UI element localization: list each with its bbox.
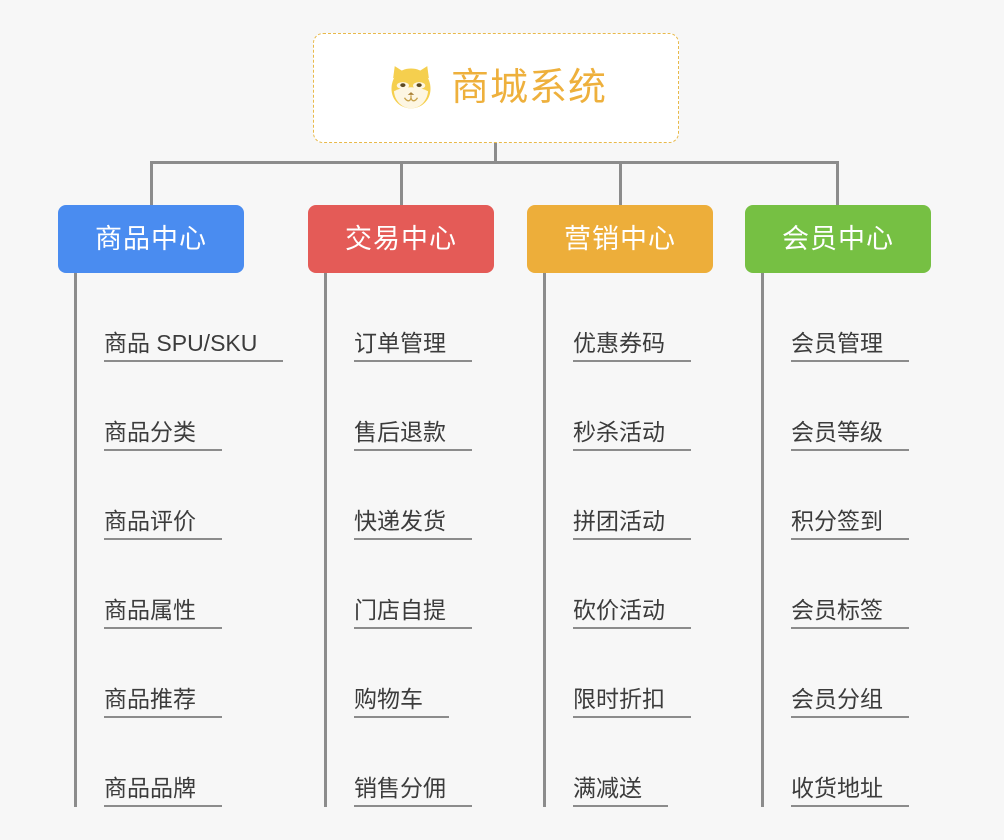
branch-label-4: 会员中心 [782, 223, 894, 254]
leaf-item[interactable]: 优惠券码 [543, 273, 691, 362]
leaf-label: 商品推荐 [104, 686, 222, 718]
leaf-spine-4 [761, 273, 764, 807]
leaf-column-2: 订单管理 售后退款 快递发货 门店自提 购物车 销售分佣 [324, 273, 472, 807]
leaf-label: 积分签到 [791, 508, 909, 540]
leaf-label: 收货地址 [791, 775, 909, 807]
leaf-label: 会员等级 [791, 419, 909, 451]
connector-root-stem [494, 143, 497, 164]
leaf-item[interactable]: 商品品牌 [74, 718, 283, 807]
leaf-label: 购物车 [354, 686, 449, 718]
leaf-item[interactable]: 售后退款 [324, 362, 472, 451]
leaf-spine-1 [74, 273, 77, 807]
leaf-item[interactable]: 门店自提 [324, 540, 472, 629]
leaf-item[interactable]: 商品分类 [74, 362, 283, 451]
leaf-label: 限时折扣 [573, 686, 691, 718]
branch-header-4[interactable]: 会员中心 [745, 205, 931, 273]
connector-drop-3 [619, 161, 622, 207]
branch-header-3[interactable]: 营销中心 [527, 205, 713, 273]
leaf-item[interactable]: 商品推荐 [74, 629, 283, 718]
leaf-item[interactable]: 拼团活动 [543, 451, 691, 540]
leaf-label: 商品评价 [104, 508, 222, 540]
leaf-item[interactable]: 会员等级 [761, 362, 909, 451]
branch-header-1[interactable]: 商品中心 [58, 205, 244, 273]
connector-drop-2 [400, 161, 403, 207]
leaf-item[interactable]: 会员分组 [761, 629, 909, 718]
leaf-item[interactable]: 商品 SPU/SKU [74, 273, 284, 362]
leaf-item[interactable]: 砍价活动 [543, 540, 691, 629]
leaf-label: 商品属性 [104, 597, 222, 629]
leaf-item[interactable]: 收货地址 [761, 718, 909, 807]
leaf-spine-2 [324, 273, 327, 807]
leaf-label: 商品品牌 [104, 775, 222, 807]
root-title: 商城系统 [450, 67, 607, 109]
leaf-label: 售后退款 [354, 419, 472, 451]
leaf-item[interactable]: 会员管理 [761, 273, 909, 362]
leaf-label: 会员管理 [791, 330, 909, 362]
connector-drop-1 [150, 161, 153, 207]
leaf-label: 满减送 [573, 775, 668, 807]
leaf-label: 门店自提 [354, 597, 472, 629]
leaf-item[interactable]: 积分签到 [761, 451, 909, 540]
branch-label-1: 商品中心 [95, 223, 207, 254]
leaf-label: 商品 SPU/SKU [104, 330, 284, 362]
connector-drop-4 [836, 161, 839, 207]
leaf-item[interactable]: 满减送 [543, 718, 691, 807]
leaf-label: 会员标签 [791, 597, 909, 629]
leaf-column-1: 商品 SPU/SKU 商品分类 商品评价 商品属性 商品推荐 商品品牌 [74, 273, 284, 807]
leaf-label: 优惠券码 [573, 330, 691, 362]
leaf-item[interactable]: 限时折扣 [543, 629, 691, 718]
leaf-spine-3 [543, 273, 546, 807]
leaf-column-3: 优惠券码 秒杀活动 拼团活动 砍价活动 限时折扣 满减送 [543, 273, 691, 807]
leaf-label: 会员分组 [791, 686, 909, 718]
leaf-item[interactable]: 购物车 [324, 629, 472, 718]
shiba-dog-face-icon [391, 66, 431, 109]
leaf-item[interactable]: 秒杀活动 [543, 362, 691, 451]
branch-label-2: 交易中心 [345, 223, 457, 254]
leaf-item[interactable]: 快递发货 [324, 451, 472, 540]
leaf-item[interactable]: 会员标签 [761, 540, 909, 629]
leaf-label: 秒杀活动 [573, 419, 691, 451]
leaf-label: 快递发货 [354, 508, 472, 540]
leaf-item[interactable]: 销售分佣 [324, 718, 472, 807]
branch-header-2[interactable]: 交易中心 [308, 205, 494, 273]
leaf-item[interactable]: 商品属性 [74, 540, 283, 629]
leaf-label: 拼团活动 [573, 508, 691, 540]
leaf-column-4: 会员管理 会员等级 积分签到 会员标签 会员分组 收货地址 [761, 273, 909, 807]
connector-horizontal-bus [150, 161, 839, 164]
root-node[interactable]: 商城系统 [313, 33, 679, 143]
leaf-item[interactable]: 商品评价 [74, 451, 283, 540]
leaf-label: 砍价活动 [573, 597, 691, 629]
leaf-label: 销售分佣 [354, 775, 472, 807]
leaf-label: 订单管理 [354, 330, 472, 362]
branch-label-3: 营销中心 [564, 223, 676, 254]
leaf-item[interactable]: 订单管理 [324, 273, 472, 362]
leaf-label: 商品分类 [104, 419, 222, 451]
